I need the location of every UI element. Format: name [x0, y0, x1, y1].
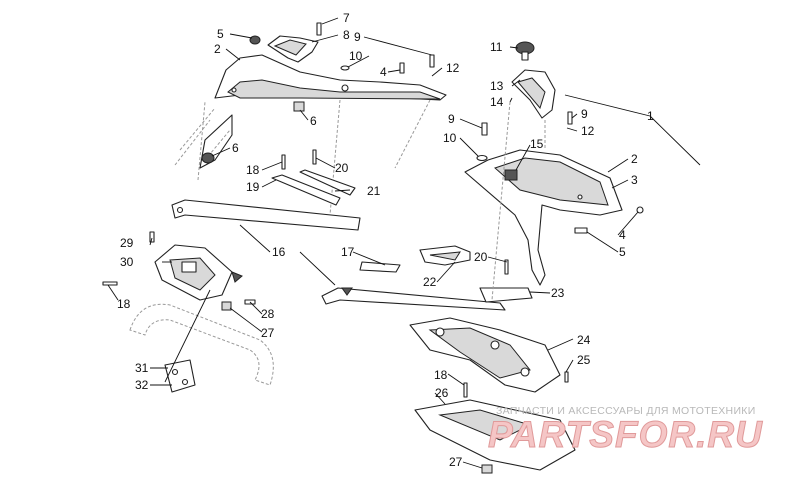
callout-6-left: 6 [232, 141, 239, 155]
callout-27-left: 27 [261, 326, 275, 340]
callout-4-upper: 4 [380, 65, 387, 79]
right-side-panel [464, 149, 623, 286]
bolt-5-right [574, 227, 588, 234]
callout-10-upper: 10 [349, 49, 363, 63]
clip-6-upper [293, 101, 305, 112]
callout-19: 19 [246, 180, 260, 194]
screw-9-upper [429, 54, 435, 68]
callout-31: 31 [135, 361, 149, 375]
bracket-24 [409, 317, 561, 393]
callout-24: 24 [577, 333, 591, 347]
plate-26 [414, 399, 576, 471]
plate-31-32 [164, 359, 196, 393]
left-bracket-assy [154, 244, 243, 301]
callout-12-upper: 12 [446, 61, 460, 75]
callout-27-lower: 27 [449, 455, 463, 469]
callout-16: 16 [272, 245, 286, 259]
callout-numbers: 1 2 2 3 4 4 5 5 6 6 7 8 9 9 9 10 10 11 1… [117, 11, 654, 469]
long-rail-lower [321, 287, 506, 311]
frame-rail-ghost [129, 303, 274, 386]
callout-29: 29 [120, 236, 134, 250]
callout-2-left: 2 [214, 42, 221, 56]
callout-30: 30 [120, 255, 134, 269]
bolt-29 [149, 231, 155, 243]
upper-right-shroud [511, 69, 556, 119]
callout-17: 17 [341, 245, 355, 259]
pin-18-left [102, 281, 118, 286]
leader-lines [107, 17, 701, 469]
watermark-logo: PARTSFOR.RU [488, 414, 763, 456]
callout-10-mid: 10 [443, 131, 457, 145]
callout-9-upper: 9 [354, 30, 361, 44]
callout-25: 25 [577, 353, 591, 367]
clip-27-left [221, 301, 232, 311]
screw-4-upper [399, 62, 405, 74]
upper-left-wall [174, 107, 233, 169]
callout-5-right: 5 [619, 245, 626, 259]
callout-1: 1 [647, 109, 654, 123]
clamp-23 [479, 287, 533, 303]
callout-9-mid: 9 [448, 112, 455, 126]
screw-9-right [567, 111, 573, 125]
callout-6-upper: 6 [310, 114, 317, 128]
screw-9-mid [481, 122, 488, 136]
callout-20-top: 20 [335, 161, 349, 175]
upper-left-side-panel [214, 54, 447, 101]
callout-2-right: 2 [631, 152, 638, 166]
washer-10-upper [340, 65, 350, 71]
pin-20-mid [504, 259, 509, 275]
washer-10-right [476, 154, 488, 162]
callout-21: 21 [367, 184, 381, 198]
dash-trim-piece [267, 35, 319, 63]
callout-26: 26 [435, 386, 449, 400]
callout-32: 32 [135, 378, 149, 392]
callout-18-bottom: 18 [434, 368, 448, 382]
callout-18-top: 18 [246, 163, 260, 177]
callout-18-left: 18 [117, 297, 131, 311]
callout-14: 14 [490, 95, 504, 109]
screw-4-right [636, 206, 644, 214]
pin-20-top [312, 149, 317, 165]
callout-3: 3 [631, 173, 638, 187]
callout-7: 7 [343, 11, 350, 25]
knob-11 [515, 41, 535, 61]
callout-20-mid: 20 [474, 250, 488, 264]
watermark-tagline: ЗАПЧАСТИ И АКСЕССУАРЫ ДЛЯ МОТОТЕХНИКИ [496, 405, 756, 417]
callout-28: 28 [261, 307, 275, 321]
pin-25 [564, 371, 569, 383]
brace-19 [271, 169, 356, 206]
callout-8: 8 [343, 28, 350, 42]
callout-11: 11 [490, 40, 503, 54]
callout-12-right: 12 [581, 124, 595, 138]
callout-5-upper: 5 [217, 27, 224, 41]
callout-4-right: 4 [619, 228, 626, 242]
bolt-5-upper [249, 35, 261, 45]
long-rail-upper [171, 199, 361, 231]
screw-7 [316, 22, 322, 36]
clip-27-lower [481, 464, 493, 474]
pad-17 [359, 261, 401, 273]
callout-9-right: 9 [581, 107, 588, 121]
pin-18-bottom [463, 382, 468, 398]
callout-15: 15 [530, 137, 544, 151]
callout-23: 23 [551, 286, 565, 300]
callout-22: 22 [423, 275, 437, 289]
pin-18-top [281, 154, 286, 170]
bracket-22 [419, 245, 471, 266]
callout-13: 13 [490, 79, 504, 93]
